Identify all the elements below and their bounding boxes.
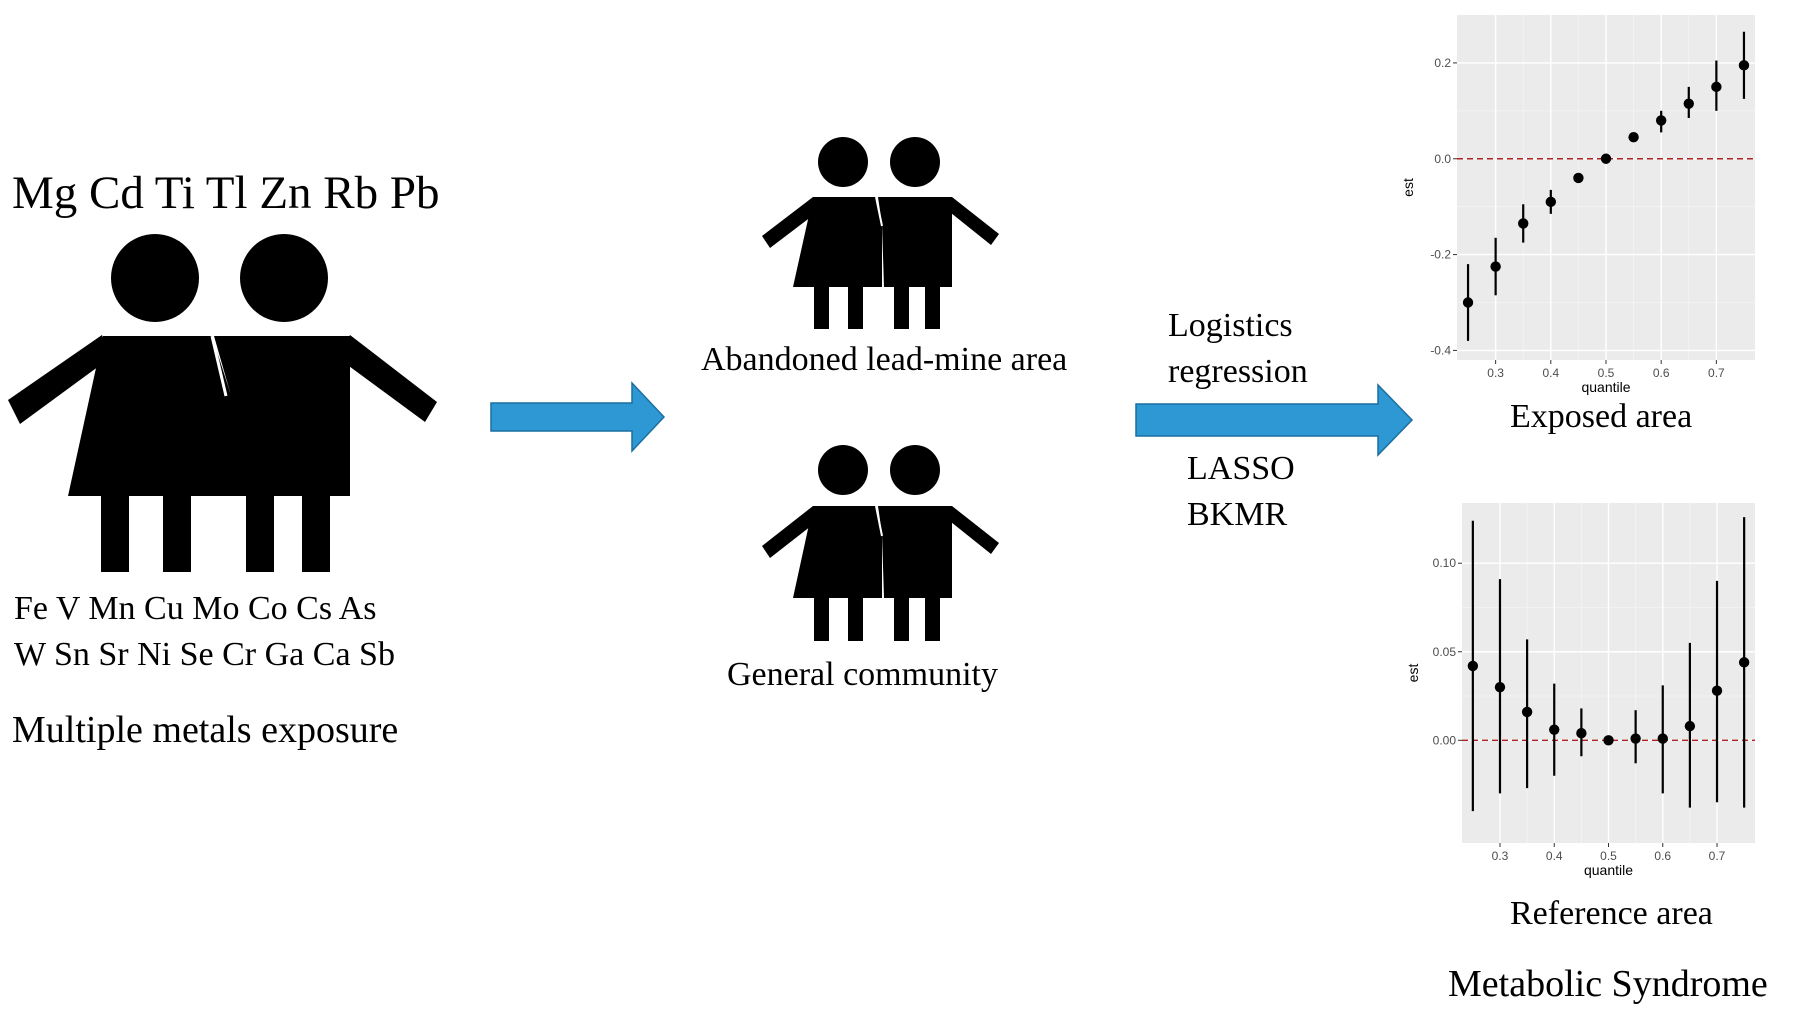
x-tick-label: 0.5 xyxy=(1598,366,1615,380)
arrow-right-1 xyxy=(490,381,666,453)
x-tick-label: 0.7 xyxy=(1708,366,1725,380)
x-axis-label: quantile xyxy=(1584,862,1633,878)
data-point xyxy=(1738,60,1750,71)
y-tick-label: 0.10 xyxy=(1433,556,1457,570)
exposed-area-caption: Exposed area xyxy=(1510,398,1693,435)
x-tick-label: 0.3 xyxy=(1487,366,1504,380)
data-point xyxy=(1518,218,1529,229)
x-tick-label: 0.4 xyxy=(1546,849,1563,863)
reference-area-chart: 0.3 0.4 0.5 0.6 0.7 0.00 0.05 0.10 quantile est xyxy=(1405,503,1755,878)
metals-line-1: Fe V Mn Cu Mo Co Cs As xyxy=(14,590,377,627)
group-exposed-label: Abandoned lead-mine area xyxy=(701,341,1068,378)
data-point xyxy=(1521,706,1533,718)
community-children-icon xyxy=(762,445,999,641)
x-tick-label: 0.6 xyxy=(1653,366,1670,380)
method-bkmr: BKMR xyxy=(1187,496,1288,533)
x-tick-label: 0.6 xyxy=(1654,849,1671,863)
y-tick-label: 0.05 xyxy=(1433,645,1457,659)
data-point xyxy=(1657,733,1668,744)
data-point xyxy=(1655,115,1667,126)
data-point xyxy=(1462,297,1474,308)
arrow-right-2 xyxy=(1135,383,1414,457)
top-metals-label: Mg Cd Ti Tl Zn Rb Pb xyxy=(12,167,440,219)
x-tick-label: 0.3 xyxy=(1492,849,1509,863)
y-tick-label: -0.2 xyxy=(1430,248,1451,262)
group-community-label: General community xyxy=(727,656,998,693)
data-point xyxy=(1628,131,1639,143)
reference-area-caption: Reference area xyxy=(1510,895,1713,932)
data-point xyxy=(1494,681,1506,693)
method-regression: regression xyxy=(1168,353,1308,390)
method-lasso: LASSO xyxy=(1187,450,1295,487)
y-axis-label: est xyxy=(1400,178,1416,197)
data-point xyxy=(1573,172,1584,184)
outcome-label: Metabolic Syndrome xyxy=(1448,963,1768,1005)
data-point xyxy=(1684,720,1696,732)
data-point xyxy=(1467,660,1479,672)
data-point xyxy=(1683,98,1694,109)
x-tick-label: 0.5 xyxy=(1600,849,1617,863)
data-point xyxy=(1490,261,1501,272)
y-tick-label: 0.00 xyxy=(1433,733,1457,747)
data-point xyxy=(1603,735,1614,746)
y-tick-label: 0.2 xyxy=(1434,56,1451,70)
large-children-icon xyxy=(8,234,437,572)
exposed-children-icon xyxy=(762,137,999,329)
data-point xyxy=(1549,724,1560,735)
y-axis-label: est xyxy=(1405,664,1421,683)
y-tick-label: -0.4 xyxy=(1430,343,1451,357)
data-point xyxy=(1600,153,1612,164)
x-axis-label: quantile xyxy=(1581,379,1630,395)
data-point xyxy=(1738,657,1750,668)
x-tick-label: 0.4 xyxy=(1542,366,1559,380)
data-point xyxy=(1711,685,1723,696)
data-point xyxy=(1630,733,1641,744)
exposure-caption: Multiple metals exposure xyxy=(12,709,399,751)
data-point xyxy=(1711,81,1722,93)
exposed-area-chart: 0.3 0.4 0.5 0.6 0.7 -0.4 -0.2 0.0 0.2 quantile est xyxy=(1400,15,1755,395)
data-point xyxy=(1576,728,1587,739)
metals-line-2: W Sn Sr Ni Se Cr Ga Ca Sb xyxy=(14,636,395,673)
data-point xyxy=(1545,196,1557,208)
x-tick-label: 0.7 xyxy=(1709,849,1726,863)
method-logistics: Logistics xyxy=(1168,307,1293,344)
y-tick-label: 0.0 xyxy=(1434,152,1451,166)
